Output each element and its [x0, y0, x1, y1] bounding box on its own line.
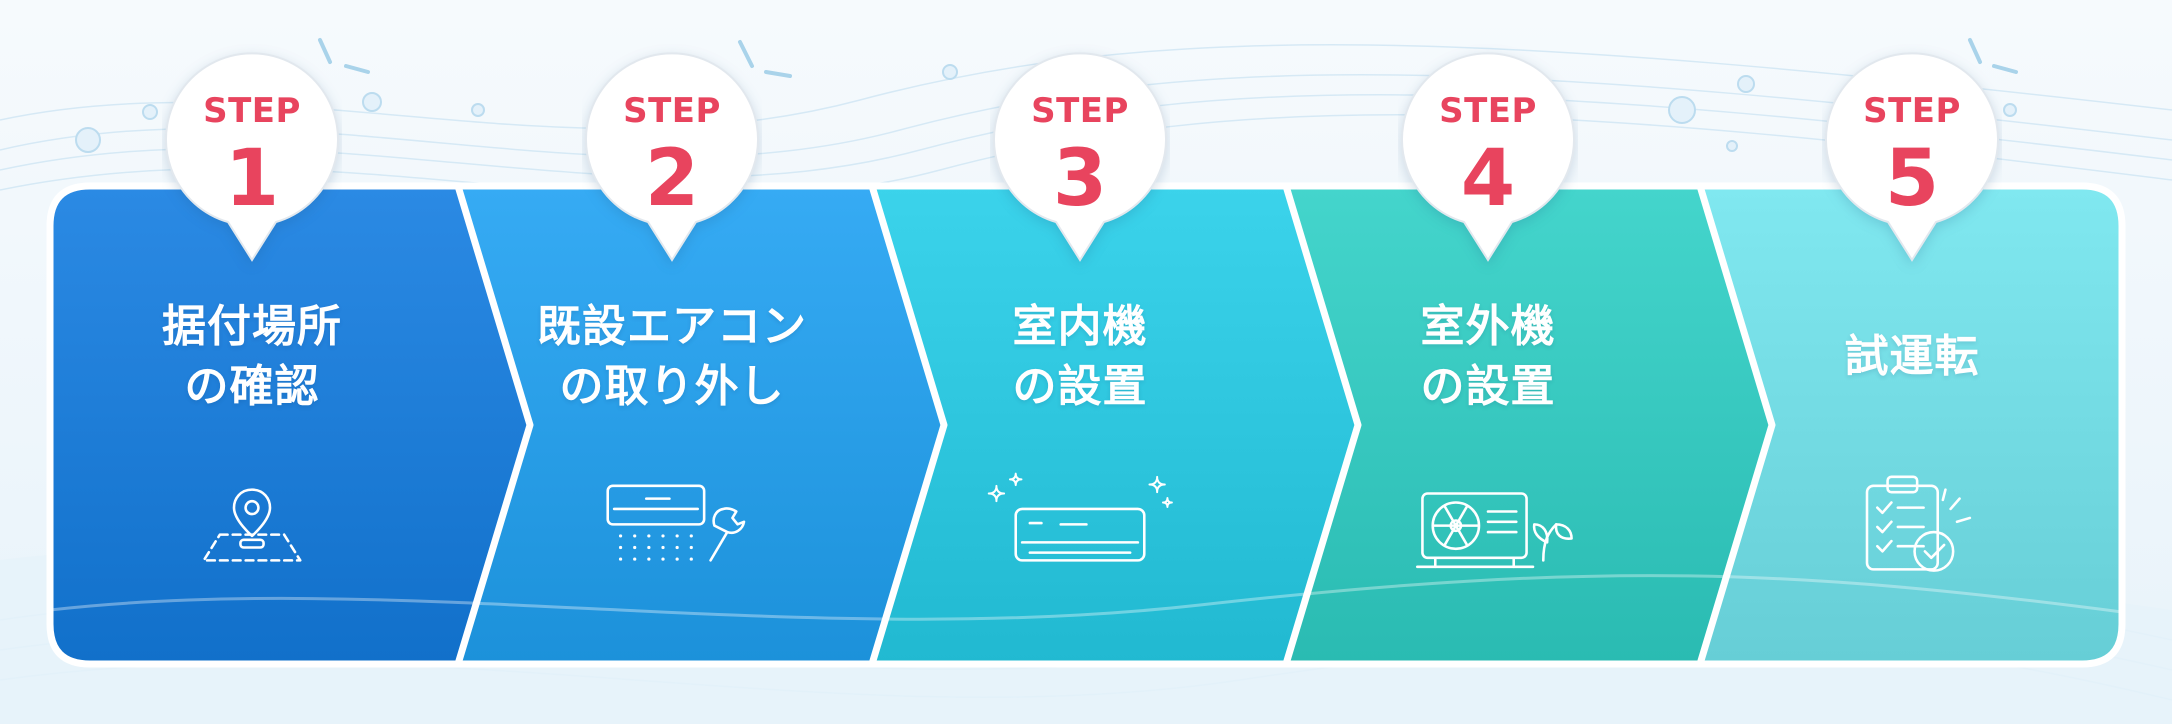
step-4-badge-word: STEP [1439, 91, 1537, 131]
badge-pin [1401, 52, 1575, 262]
badge-pin-shape [585, 52, 759, 262]
step-3-label: 室内機 の設置 [1012, 301, 1148, 412]
step-5-badge-word: STEP [1863, 91, 1961, 131]
aircon-wrench-icon [582, 440, 762, 610]
step-1-number: 1 [224, 134, 280, 224]
outdoor-unit-icon [1398, 440, 1578, 610]
step-3-number: 3 [1052, 134, 1108, 224]
step-5-number: 5 [1884, 134, 1940, 224]
badge-pin-shape [165, 52, 339, 262]
step-4-number: 4 [1460, 134, 1516, 224]
step-5-arrow [1686, 182, 2126, 668]
badge-pin-shape [1401, 52, 1575, 262]
badge-pin [585, 52, 759, 262]
badge-pin-shape [993, 52, 1167, 262]
step-1-label: 据付場所 の確認 [162, 301, 342, 412]
badge-pin [993, 52, 1167, 262]
step-1-arrow [46, 182, 534, 668]
badge-pin [165, 52, 339, 262]
map-pin-icon [162, 440, 342, 610]
badge-pin-shape [1825, 52, 1999, 262]
step-1-badge-word: STEP [203, 91, 301, 131]
indoor-unit-icon [987, 440, 1173, 610]
step-4-label: 室外機 の設置 [1420, 301, 1556, 412]
step-3-badge-word: STEP [1031, 91, 1129, 131]
step-2-label: 既設エアコン の取り外し [537, 301, 807, 412]
step-2-badge-word: STEP [623, 91, 721, 131]
badge-pin [1825, 52, 1999, 262]
step-5-label: 試運転 [1844, 331, 1980, 382]
checklist-icon [1822, 440, 2002, 610]
step-2-number: 2 [644, 134, 700, 224]
water-ripple [49, 574, 2123, 621]
